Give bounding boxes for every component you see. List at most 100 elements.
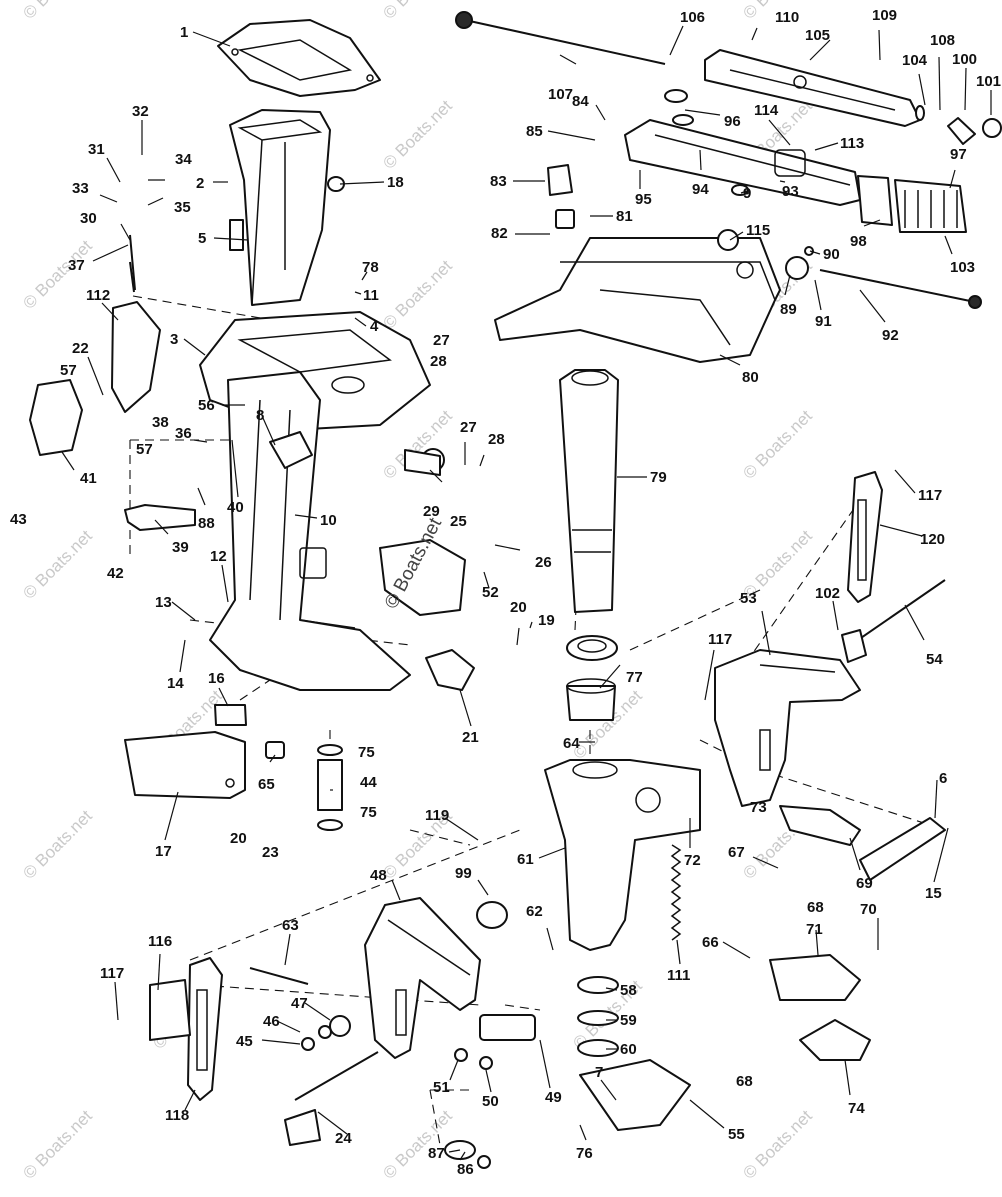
callout-61: 61 [517,851,534,868]
part-gasket-1 [217,19,381,97]
callout-55: 55 [728,1126,745,1143]
callout-75a: 75 [358,744,375,761]
callout-116: 116 [148,933,172,950]
callout-86: 86 [457,1161,474,1178]
callout-26: 26 [535,554,552,571]
callout-33: 33 [72,180,89,197]
part-swivel-bracket-61 [544,759,701,951]
callout-69: 69 [856,875,873,892]
callout-114: 114 [754,102,779,119]
callout-118: 118 [165,1107,189,1124]
part-rods [129,11,982,1101]
callout-35: 35 [174,199,191,216]
callout-27a: 27 [433,332,450,349]
callout-4: 4 [370,318,379,335]
callout-78: 78 [362,259,379,276]
callout-28a: 28 [430,353,447,370]
callout-24: 24 [335,1130,352,1147]
callout-31: 31 [88,141,105,158]
part-thrust-rod-118 [187,957,223,1101]
callout-101: 101 [976,73,1001,90]
part-cover-17 [124,731,246,799]
callout-83: 83 [490,173,507,190]
callout-48: 48 [370,867,387,884]
callout-46: 46 [263,1013,280,1030]
callout-6: 6 [939,770,947,787]
callout-47: 47 [291,995,308,1012]
callout-20b: 20 [230,830,247,847]
callout-59: 59 [620,1012,637,1029]
callout-88: 88 [198,515,215,532]
part-bearing-77 [566,635,618,721]
callout-115: 115 [746,222,770,239]
part-exhaust-housing-main [209,371,411,691]
callout-57b: 57 [136,441,153,458]
callout-28b: 28 [488,431,505,448]
callout-2: 2 [196,175,204,192]
callout-16: 16 [208,670,225,687]
watermark-text: © Boats.net [19,526,96,603]
callout-62: 62 [526,903,543,920]
watermark-text: © Boats.net [739,1106,816,1183]
callout-109: 109 [872,7,897,24]
callout-40: 40 [227,499,244,516]
callout-30: 30 [80,210,97,227]
watermark-text: © Boats.net [19,0,96,23]
part-clamp-bracket-48 [364,897,481,1059]
callout-15: 15 [925,885,942,902]
callout-117a: 117 [100,965,124,982]
callout-9: 9 [743,185,751,202]
callout-113: 113 [840,135,864,152]
callout-93: 93 [782,183,799,200]
callout-22: 22 [72,340,89,357]
part-swivel-tube-79 [559,369,619,613]
callout-94: 94 [692,181,709,198]
callout-7: 7 [595,1064,603,1081]
part-small-hardware [29,89,1002,1169]
callout-104: 104 [902,52,928,69]
callout-5: 5 [198,230,206,247]
callout-80: 80 [742,369,759,386]
callout-91: 91 [815,313,832,330]
watermark-text: © Boats.net [19,236,96,313]
callout-11: 11 [363,287,379,304]
callout-64: 64 [563,735,580,752]
callout-68b: 68 [736,1073,753,1090]
callout-51: 51 [433,1079,450,1096]
callout-105: 105 [805,27,830,44]
callout-44: 44 [360,774,377,791]
callout-45: 45 [236,1033,253,1050]
callout-89: 89 [780,301,797,318]
callout-14: 14 [167,675,184,692]
callout-97: 97 [950,146,967,163]
callout-117c: 117 [708,631,732,648]
callout-41: 41 [80,470,97,487]
callout-92: 92 [882,327,899,344]
callout-107: 107 [548,86,573,103]
watermark-text: © Boats.net [739,406,816,483]
callout-76: 76 [576,1145,593,1162]
callout-110: 110 [775,9,799,26]
callout-12: 12 [210,548,227,565]
callout-13: 13 [155,594,172,611]
callout-39: 39 [172,539,189,556]
part-link-120 [847,471,883,603]
callout-29: 29 [423,503,440,520]
callout-58: 58 [620,982,637,999]
callout-99: 99 [455,865,472,882]
part-grip-97 [857,175,967,233]
callout-60: 60 [620,1041,637,1058]
callout-43: 43 [10,511,27,528]
callout-20a: 20 [510,599,527,616]
callout-96: 96 [724,113,741,130]
part-clamp-bracket-53 [714,649,861,807]
callout-32: 32 [132,103,149,120]
callout-1: 1 [180,24,188,41]
watermark-text: © Boats.net [379,0,456,23]
callout-50: 50 [482,1093,499,1110]
callout-90: 90 [823,246,840,263]
callout-labels: 1 2 3 4 5 6 7 8 9 10 11 12 13 14 15 16 1… [10,7,1001,1178]
callout-117b: 117 [918,487,942,504]
callout-111: 111 [667,967,690,984]
